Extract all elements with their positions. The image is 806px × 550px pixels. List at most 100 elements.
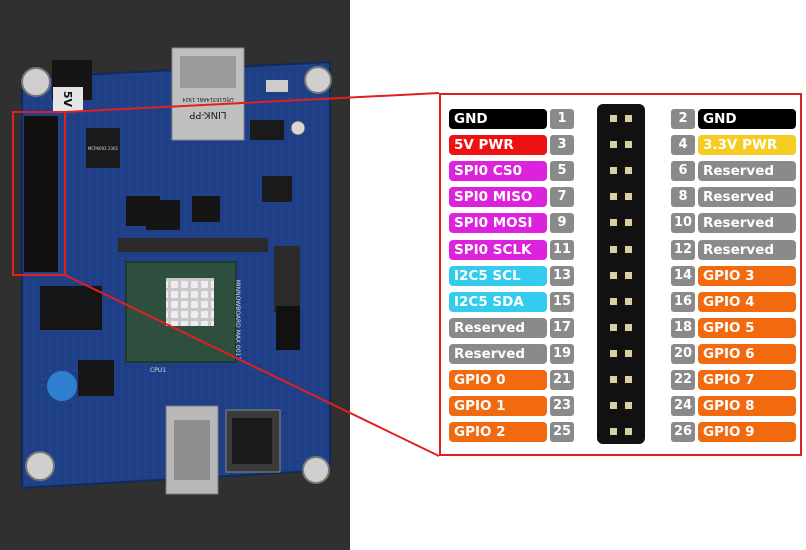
header-pin-row bbox=[597, 289, 645, 315]
pin-6-number: 6 bbox=[671, 161, 695, 182]
pin-22-number: 22 bbox=[671, 370, 695, 390]
pin-18-label: GPIO 5 bbox=[698, 317, 796, 338]
micro-usb bbox=[266, 80, 288, 92]
pin-18-number: 18 bbox=[671, 317, 695, 338]
header-pin bbox=[625, 297, 632, 305]
board-photo: 5V LINK-PP LPJG16314ANL 1924 MCP6002 230… bbox=[0, 0, 350, 550]
header-pin bbox=[610, 115, 617, 122]
inductor bbox=[146, 200, 180, 230]
pin-14-label: GPIO 3 bbox=[698, 265, 796, 286]
header-pin-row bbox=[597, 419, 645, 445]
pin-21-label: GPIO 0 bbox=[449, 370, 547, 390]
component-row bbox=[118, 238, 268, 252]
pin-20-number: 20 bbox=[671, 343, 695, 364]
pin-17-number: 17 bbox=[550, 317, 574, 338]
header-pin-row bbox=[597, 367, 645, 393]
pin-19-number: 19 bbox=[550, 343, 574, 364]
cpu-label: CPU1 bbox=[150, 367, 166, 374]
flash-chip bbox=[78, 360, 114, 396]
header-pin bbox=[610, 219, 617, 227]
pin-7-label: SPI0 MISO bbox=[449, 187, 547, 208]
header-pin-row bbox=[597, 237, 645, 263]
header-pin-row bbox=[597, 210, 645, 236]
header-pin bbox=[610, 428, 617, 436]
chip bbox=[250, 120, 284, 140]
pin-8-label: Reserved bbox=[698, 187, 796, 208]
header-pin bbox=[610, 245, 617, 253]
header-pin-row bbox=[597, 106, 645, 132]
header-pin-row bbox=[597, 393, 645, 419]
pin-10-number: 10 bbox=[671, 213, 695, 234]
pin-3-number: 3 bbox=[550, 135, 574, 156]
standoff bbox=[304, 66, 332, 94]
pin-12-number: 12 bbox=[671, 239, 695, 260]
header-pin bbox=[625, 193, 632, 201]
pin-3-label: 5V PWR bbox=[449, 135, 547, 156]
header-pin bbox=[610, 349, 617, 357]
header-pin-row bbox=[597, 263, 645, 289]
pin-4-label: 3.3V PWR bbox=[698, 135, 796, 156]
header-pin bbox=[625, 402, 632, 410]
header-pin bbox=[610, 271, 617, 279]
side-header bbox=[274, 246, 300, 312]
header-pin bbox=[625, 323, 632, 331]
header-pin bbox=[610, 402, 617, 410]
header-pin bbox=[610, 376, 617, 383]
pin-20-label: GPIO 6 bbox=[698, 343, 796, 364]
header-pin bbox=[625, 428, 632, 436]
header-pin bbox=[610, 323, 617, 331]
header-connector bbox=[597, 104, 645, 444]
pin-24-label: GPIO 8 bbox=[698, 396, 796, 417]
pin-23-number: 23 bbox=[550, 396, 574, 417]
pin-16-label: GPIO 4 bbox=[698, 291, 796, 312]
pin-26-label: GPIO 9 bbox=[698, 422, 796, 443]
pin-22-label: GPIO 7 bbox=[698, 370, 796, 390]
pin-14-number: 14 bbox=[671, 265, 695, 286]
side-header bbox=[276, 306, 300, 350]
pin-10-label: Reserved bbox=[698, 213, 796, 234]
gpio-header bbox=[24, 116, 58, 272]
pin-13-number: 13 bbox=[550, 265, 574, 286]
pin-25-number: 25 bbox=[550, 422, 574, 443]
chip bbox=[262, 176, 292, 202]
header-pin-row bbox=[597, 158, 645, 184]
pin-16-number: 16 bbox=[671, 291, 695, 312]
pin-19-label: Reserved bbox=[449, 343, 547, 364]
pin-15-number: 15 bbox=[550, 291, 574, 312]
header-pin-row bbox=[597, 315, 645, 341]
pin-13-label: I2C5 SCL bbox=[449, 265, 547, 286]
pin-11-label: SPI0 SCLK bbox=[449, 239, 547, 260]
header-pin bbox=[625, 271, 632, 279]
inductor bbox=[192, 196, 220, 222]
pin-9-label: SPI0 MOSI bbox=[449, 213, 547, 234]
header-pin bbox=[610, 167, 617, 175]
pin-9-number: 9 bbox=[550, 213, 574, 234]
header-pin bbox=[625, 245, 632, 253]
header-pin bbox=[625, 115, 632, 122]
pin-8-number: 8 bbox=[671, 187, 695, 208]
pin-26-number: 26 bbox=[671, 422, 695, 443]
header-pin bbox=[625, 376, 632, 383]
pin-12-label: Reserved bbox=[698, 239, 796, 260]
jack-code: LPJG16314ANL 1924 bbox=[182, 96, 233, 102]
reset-button bbox=[290, 120, 306, 136]
pin-24-number: 24 bbox=[671, 396, 695, 417]
pin-1-label: GND bbox=[449, 109, 547, 129]
header-pin bbox=[610, 193, 617, 201]
port-label: 5V bbox=[61, 91, 74, 108]
jack-brand: LINK-PP bbox=[189, 109, 226, 120]
pin-5-number: 5 bbox=[550, 161, 574, 182]
chip-label: MCP6002 2301 bbox=[88, 146, 119, 151]
header-pin-row bbox=[597, 341, 645, 367]
standoff bbox=[21, 67, 51, 97]
header-pin bbox=[610, 141, 617, 149]
pin-2-number: 2 bbox=[671, 109, 695, 129]
heatsink bbox=[166, 278, 214, 326]
pin-11-number: 11 bbox=[550, 239, 574, 260]
header-pin-row bbox=[597, 184, 645, 210]
header-pin bbox=[625, 349, 632, 357]
header-pin bbox=[625, 141, 632, 149]
pin-7-number: 7 bbox=[550, 187, 574, 208]
pin-1-number: 1 bbox=[550, 109, 574, 129]
battery bbox=[47, 371, 77, 401]
